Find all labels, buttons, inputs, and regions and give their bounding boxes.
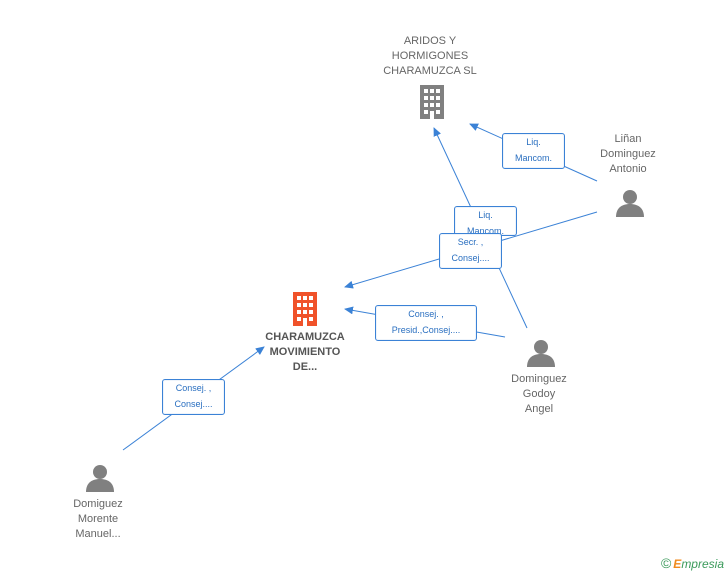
- edge-label-line: Consej. ,: [175, 383, 212, 393]
- edge-label-line: Consej....: [174, 399, 213, 409]
- edge-label-linan-aridos[interactable]: Liq. Mancom.: [502, 133, 565, 169]
- label-line: ARIDOS Y: [403, 35, 457, 47]
- label-line: Dominguez: [600, 148, 656, 160]
- company-label-aridos[interactable]: ARIDOS Y HORMIGONES CHARAMUZCA SL: [360, 34, 500, 79]
- person-label-morente[interactable]: Domiguez Morente Manuel...: [48, 497, 148, 542]
- edge-label-line: Presid.,Consej....: [391, 325, 461, 335]
- person-label-godoy[interactable]: Dominguez Godoy Angel: [489, 372, 589, 417]
- label-line: Dominguez: [511, 373, 567, 385]
- edge-label-line: Secr. ,: [457, 237, 484, 247]
- label-line: Manuel...: [75, 528, 121, 540]
- label-line: DE...: [292, 361, 318, 373]
- label-line: Antonio: [609, 163, 647, 175]
- building-icon[interactable]: [289, 292, 321, 326]
- label-line: HORMIGONES: [391, 50, 469, 62]
- label-line: Liñan: [614, 133, 642, 145]
- person-icon[interactable]: [615, 188, 645, 218]
- person-label-linan[interactable]: Liñan Dominguez Antonio: [578, 132, 678, 177]
- building-icon[interactable]: [416, 85, 448, 119]
- edge-label-morente-charamuzca[interactable]: Consej. , Consej....: [162, 379, 225, 415]
- label-line: Godoy: [522, 388, 556, 400]
- person-icon[interactable]: [526, 338, 556, 368]
- label-line: Angel: [524, 403, 554, 415]
- label-line: CHARAMUZCA SL: [383, 65, 477, 77]
- label-line: Domiguez: [73, 498, 123, 510]
- edge-label-line: Liq.: [478, 210, 493, 220]
- edge-label-line: Mancom.: [514, 153, 552, 163]
- edge-label-line: Consej. ,: [408, 309, 444, 319]
- brand-name: mpresia: [681, 557, 724, 571]
- edge-label-line: Mancom.: [466, 226, 504, 236]
- copyright-icon: ©: [660, 555, 672, 571]
- edge-label-godoy-charamuzca[interactable]: Consej. , Presid.,Consej....: [375, 305, 477, 341]
- edge-label-line: Liq.: [526, 137, 541, 147]
- company-label-charamuzca[interactable]: CHARAMUZCA MOVIMIENTO DE...: [240, 330, 370, 375]
- brand-initial: E: [673, 557, 682, 571]
- person-icon[interactable]: [85, 463, 115, 493]
- label-line: MOVIMIENTO: [269, 346, 341, 358]
- edge-label-linan-charamuzca[interactable]: Secr. , Consej....: [439, 233, 502, 269]
- label-line: Morente: [77, 513, 119, 525]
- empresia-logo: ©Empresia: [661, 555, 724, 571]
- edge-label-godoy-aridos[interactable]: Liq. Mancom.: [454, 206, 517, 236]
- label-line: CHARAMUZCA: [265, 331, 345, 343]
- edge-label-line: Consej....: [451, 253, 490, 263]
